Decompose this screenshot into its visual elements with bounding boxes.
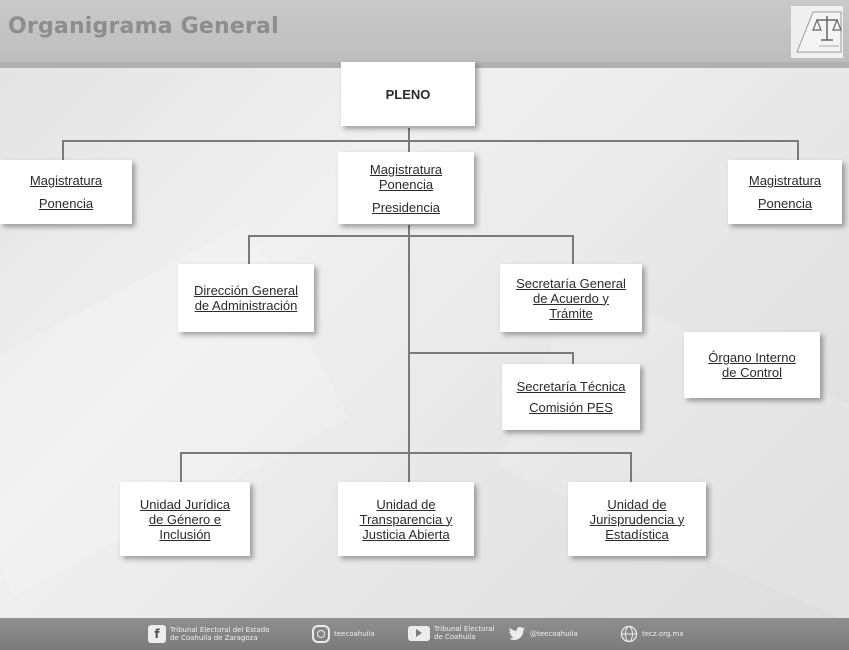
node-label: Unidad de (376, 496, 436, 512)
node-label: de Control (722, 365, 782, 380)
node-label: Presidencia (372, 199, 440, 215)
node-label: Unidad de (607, 496, 667, 512)
node-label: PLENO (385, 86, 431, 102)
globe-icon (620, 625, 638, 643)
footer-text-line: Tribunal Electoral del Estado (170, 626, 270, 634)
connector-line (408, 352, 574, 354)
node-organo-interno-control: Órgano Interno de Control (684, 332, 820, 398)
node-magistratura-right: Magistratura Ponencia (728, 160, 842, 224)
node-label: de Administración (194, 298, 298, 313)
node-unidad-juridica: Unidad Jurídica de Género e Inclusión (120, 482, 250, 556)
node-label: Transparencia y (359, 511, 453, 527)
scales-of-justice-icon (791, 6, 843, 58)
node-label: de Acuerdo y (533, 290, 609, 306)
node-label: Dirección General (193, 283, 299, 298)
node-label: Magistratura (748, 173, 822, 188)
connector-line (572, 352, 574, 364)
node-label: Magistratura (29, 173, 103, 188)
node-unidad-transparencia: Unidad de Transparencia y Justicia Abier… (338, 482, 474, 556)
node-label: Justicia Abierta (362, 526, 450, 542)
node-secretaria-tecnica: Secretaría Técnica Comisión PES (502, 364, 640, 430)
footer-text: teecoahuila (334, 630, 375, 638)
footer-text-line: de Coahuila de Zaragoza (170, 634, 258, 642)
connector-line (62, 140, 798, 142)
connector-line (248, 235, 574, 237)
connector-line (180, 452, 632, 454)
youtube-link[interactable]: Tribunal Electoral de Coahuila (408, 625, 495, 641)
node-label: de Género e (148, 511, 222, 527)
node-magistratura-left: Magistratura Ponencia (0, 160, 132, 224)
footer-text-line: de Coahuila (434, 633, 476, 641)
node-label: Ponencia (378, 176, 434, 192)
connector-line (572, 235, 574, 265)
node-pleno: PLENO (341, 62, 475, 126)
facebook-link[interactable]: f Tribunal Electoral del Estado de Coahu… (148, 625, 269, 643)
footer-bar: f Tribunal Electoral del Estado de Coahu… (0, 618, 849, 650)
node-label: Órgano Interno (708, 350, 796, 365)
node-label: Estadística (605, 526, 669, 542)
youtube-icon (408, 625, 430, 641)
page-title: Organigrama General (8, 14, 279, 39)
footer-text: Tribunal Electoral de Coahuila (434, 625, 495, 641)
website-link[interactable]: tecz.org.mx (620, 625, 683, 643)
twitter-icon (508, 625, 526, 643)
node-unidad-jurisprudencia: Unidad de Jurisprudencia y Estadística (568, 482, 706, 556)
node-magistratura-presidencia: Magistratura Ponencia Presidencia (338, 152, 474, 224)
node-label: Magistratura (369, 161, 443, 177)
footer-text-line: tecz.org.mx (642, 630, 684, 638)
footer-text: @teecoahuila (530, 630, 578, 638)
footer-text-line: teecoahuila (334, 630, 375, 638)
connector-line (408, 452, 410, 482)
connector-line (408, 225, 410, 453)
node-label: Inclusión (159, 526, 211, 542)
node-label: Jurisprudencia y (589, 511, 685, 527)
instagram-link[interactable]: teecoahuila (312, 625, 375, 643)
node-label: Unidad Jurídica (139, 496, 231, 512)
node-label: Secretaría Técnica (516, 379, 626, 394)
connector-line (248, 235, 250, 265)
header-bar (0, 0, 849, 62)
instagram-icon (312, 625, 330, 643)
footer-text: Tribunal Electoral del Estado de Coahuil… (170, 626, 269, 642)
node-label: Ponencia (38, 196, 94, 211)
footer-text-line: @teecoahuila (530, 630, 578, 638)
connector-line (797, 140, 799, 162)
node-label: Ponencia (757, 196, 813, 211)
node-label: Trámite (549, 305, 593, 321)
connector-line (180, 452, 182, 482)
footer-text: tecz.org.mx (642, 630, 683, 638)
node-direccion-administracion: Dirección General de Administración (178, 264, 314, 332)
twitter-link[interactable]: @teecoahuila (508, 625, 578, 643)
footer-text-line: Tribunal Electoral (434, 625, 495, 633)
facebook-icon: f (148, 625, 166, 643)
node-label: Secretaría General (516, 275, 626, 291)
node-secretaria-general: Secretaría General de Acuerdo y Trámite (500, 264, 642, 332)
node-label: Comisión PES (529, 400, 613, 415)
connector-line (630, 452, 632, 482)
connector-line (62, 140, 64, 162)
